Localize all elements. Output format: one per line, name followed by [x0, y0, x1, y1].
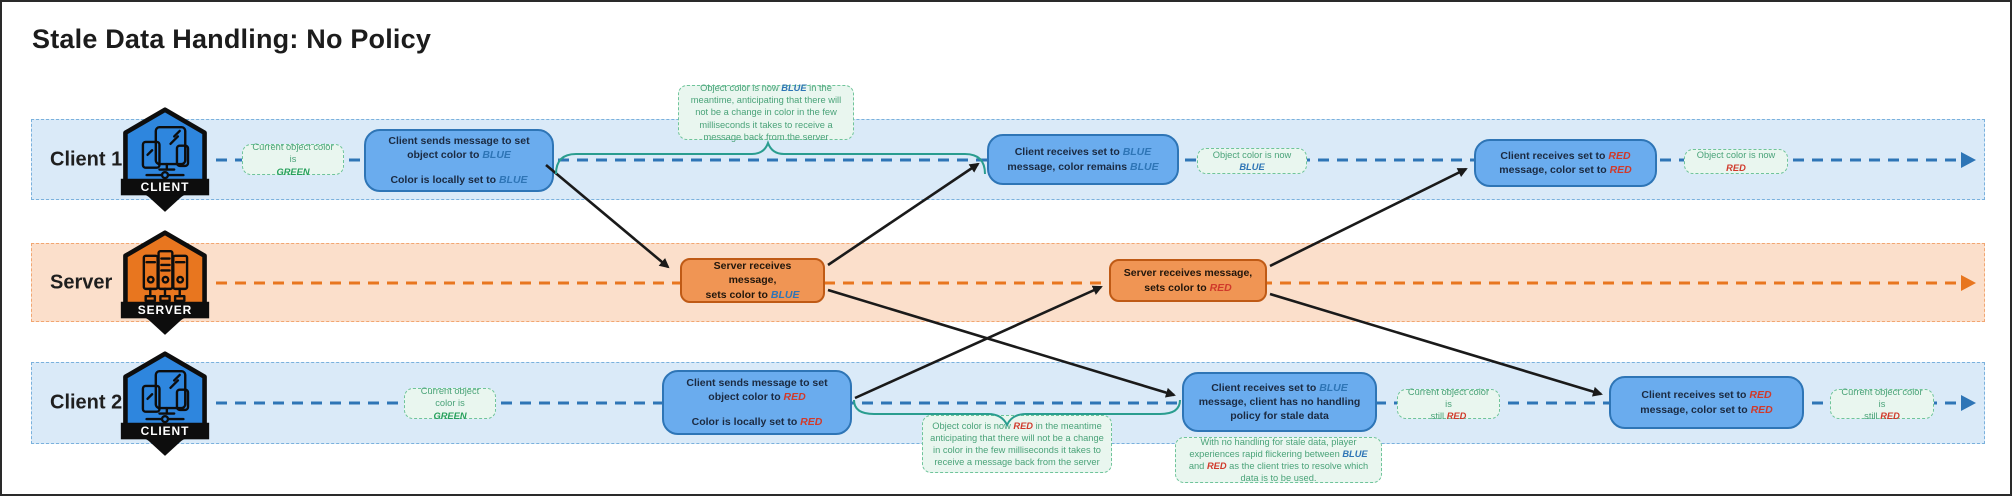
note-client1-current-color: Current object color is GREEN — [242, 142, 344, 177]
note-line: Object color is now BLUE in the meantime… — [690, 83, 842, 142]
client1-receive-red-box: Client receives set to RED message, colo… — [1474, 139, 1657, 187]
client2-timeline-arrowhead-icon — [1961, 395, 1976, 411]
client1-badge-icon: CLIENT — [120, 107, 210, 212]
note-line: GREEN — [276, 166, 310, 177]
client2-send-box: Client sends message to set object color… — [662, 370, 852, 435]
message-text: Client sends message to set object color… — [388, 134, 530, 161]
lane-server: Server — [31, 243, 1985, 322]
client1-send-box: Client sends message to set object color… — [364, 129, 554, 192]
client2-receive-red-box: Client receives set to RED message, colo… — [1609, 376, 1804, 429]
message-text: sets color to BLUE — [705, 289, 800, 302]
server-badge-icon: SERVER — [120, 230, 210, 335]
client2-badge-label: CLIENT — [141, 424, 190, 438]
client2-badge-icon: CLIENT — [120, 351, 210, 456]
note-client1-now-red: Object color is now RED — [1684, 149, 1788, 174]
lane-label-server: Server — [50, 271, 113, 293]
note-line: Current object color is — [420, 386, 480, 409]
note-client2-current-color: Current object color is GREEN — [404, 386, 496, 421]
note-line: GREEN — [433, 410, 467, 421]
message-text: Client receives set to RED message, colo… — [1640, 389, 1773, 416]
note-line: still RED — [1864, 411, 1900, 422]
page-title: Stale Data Handling: No Policy — [32, 24, 432, 54]
server-badge-label: SERVER — [138, 303, 192, 317]
note-line: Object color is now RED in the meantime … — [930, 420, 1104, 468]
lane-label-client1: Client 1 — [50, 148, 123, 170]
server-set-red-box: Server receives message, sets color to R… — [1109, 259, 1267, 302]
note-line: Object color is now RED — [1696, 150, 1776, 173]
note-client1-meantime: Object color is now BLUE in the meantime… — [678, 83, 854, 142]
message-text: Client receives set to BLUE message, col… — [1007, 146, 1159, 173]
message-text: sets color to RED — [1144, 282, 1232, 294]
lane-label-client2: Client 2 — [50, 391, 123, 414]
client2-receive-blue-box: Client receives set to BLUE message, cli… — [1182, 372, 1377, 432]
client1-receive-blue-box: Client receives set to BLUE message, col… — [987, 134, 1179, 185]
client1-badge-label: CLIENT — [141, 180, 190, 194]
client1-timeline-arrowhead-icon — [1961, 151, 1976, 168]
note-line: With no handling for stale data, player … — [1188, 436, 1369, 484]
message-text: Color is locally set to RED — [691, 416, 823, 429]
server-set-blue-box: Server receives message, sets color to B… — [680, 258, 825, 303]
message-text: Client sends message to set object color… — [686, 376, 828, 403]
message-text: Server receives message, — [713, 259, 792, 286]
note-client2-meantime: Object color is now RED in the meantime … — [922, 415, 1112, 473]
note-client2-flicker: With no handling for stale data, player … — [1175, 437, 1382, 483]
note-line: Current object color is — [1841, 386, 1923, 409]
note-line: Object color is now BLUE — [1212, 149, 1292, 172]
note-line: Current object color is — [1407, 386, 1490, 409]
message-text: Client receives set to BLUE message, cli… — [1198, 381, 1361, 423]
note-client2-still-red-1: Current object color is still RED — [1397, 386, 1500, 422]
note-client1-now-blue: Object color is now BLUE — [1197, 148, 1307, 174]
server-timeline-arrowhead-icon — [1961, 274, 1976, 291]
note-line: Current object color is — [252, 142, 334, 165]
message-text: Server receives message, — [1123, 266, 1253, 279]
server-timeline — [216, 281, 1958, 284]
message-text: Color is locally set to BLUE — [390, 174, 528, 187]
message-text: Client receives set to RED message, colo… — [1499, 149, 1632, 176]
note-client2-still-red-2: Current object color is still RED — [1830, 386, 1934, 422]
note-line: still RED — [1430, 411, 1467, 422]
